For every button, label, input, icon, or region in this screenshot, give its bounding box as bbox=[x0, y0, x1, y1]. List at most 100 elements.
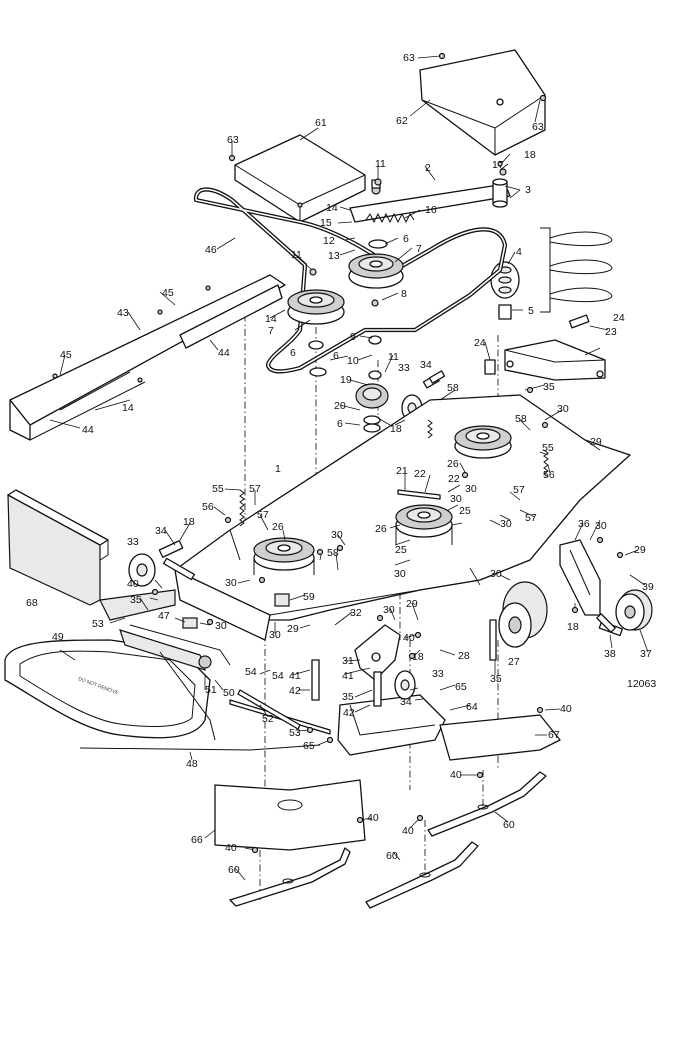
belt-cover-right bbox=[419, 49, 546, 156]
baffle-67 bbox=[439, 714, 561, 761]
callout-55: 55 bbox=[212, 483, 224, 495]
callout-57: 57 bbox=[257, 509, 269, 521]
callout-34: 34 bbox=[155, 525, 167, 537]
belt-cover-left bbox=[234, 134, 366, 223]
callout-22: 22 bbox=[448, 473, 460, 485]
callout-10: 10 bbox=[347, 355, 359, 367]
deck-rod-21 bbox=[397, 489, 441, 500]
callout-21: 21 bbox=[396, 465, 408, 477]
callout-54: 54 bbox=[245, 666, 257, 678]
callout-30: 30 bbox=[557, 403, 569, 415]
callout-30: 30 bbox=[269, 629, 281, 641]
callout-11: 11 bbox=[375, 158, 386, 170]
callout-7: 7 bbox=[268, 325, 274, 337]
callout-40: 40 bbox=[402, 825, 414, 837]
callout-46: 46 bbox=[205, 244, 217, 256]
callout-18: 18 bbox=[524, 149, 536, 161]
callout-28: 28 bbox=[458, 650, 470, 662]
callout-34: 34 bbox=[400, 696, 412, 708]
callout-45: 45 bbox=[162, 287, 174, 299]
callout-58: 58 bbox=[515, 413, 527, 425]
callout-67: 67 bbox=[548, 729, 560, 741]
callout-50: 50 bbox=[223, 687, 235, 699]
blade-60-center bbox=[365, 841, 479, 909]
callout-62: 62 bbox=[396, 115, 408, 127]
callout-40: 40 bbox=[403, 632, 415, 644]
blade-60-left bbox=[229, 847, 351, 907]
callout-14: 14 bbox=[265, 313, 277, 325]
callout-30: 30 bbox=[225, 577, 237, 589]
callout-55: 55 bbox=[542, 442, 554, 454]
link-rod-52 bbox=[237, 689, 301, 730]
figure-code: 12063 bbox=[627, 678, 656, 690]
callout-53: 53 bbox=[92, 618, 104, 630]
callout-45: 45 bbox=[60, 349, 72, 361]
callout-35: 35 bbox=[490, 673, 502, 685]
callout-40: 40 bbox=[367, 812, 379, 824]
callout-52: 52 bbox=[262, 713, 274, 725]
callout-18: 18 bbox=[183, 516, 195, 528]
callout-68: 68 bbox=[26, 597, 38, 609]
callout-19: 19 bbox=[340, 374, 352, 386]
callout-47: 47 bbox=[158, 610, 170, 622]
callout-30: 30 bbox=[383, 604, 395, 616]
callout-18: 18 bbox=[412, 651, 424, 663]
hardware-dots bbox=[52, 52, 624, 854]
callout-33: 33 bbox=[127, 536, 139, 548]
callout-26: 26 bbox=[447, 458, 459, 470]
callout-29: 29 bbox=[287, 623, 299, 635]
baffle-64 bbox=[337, 694, 446, 756]
callout-49: 49 bbox=[52, 631, 64, 643]
callout-35: 35 bbox=[130, 594, 142, 606]
callout-66: 66 bbox=[191, 834, 203, 846]
callout-6: 6 bbox=[290, 347, 296, 359]
idler-pulley-33-lower bbox=[394, 670, 416, 700]
callout-37: 37 bbox=[640, 648, 652, 660]
callout-30: 30 bbox=[450, 493, 462, 505]
callout-11: 11 bbox=[291, 249, 302, 261]
callout-20: 20 bbox=[334, 400, 346, 412]
callout-7: 7 bbox=[416, 243, 422, 255]
callout-6: 6 bbox=[403, 233, 409, 245]
mower-deck-shell bbox=[99, 394, 631, 641]
callout-12: 12 bbox=[323, 235, 335, 247]
callout-65: 65 bbox=[303, 740, 315, 752]
callout-63: 63 bbox=[532, 121, 544, 133]
callout-56: 56 bbox=[202, 501, 214, 513]
callout-5: 5 bbox=[528, 305, 534, 317]
callout-57: 57 bbox=[525, 512, 537, 524]
callout-25: 25 bbox=[459, 505, 471, 517]
callout-9: 9 bbox=[350, 331, 356, 343]
callout-60: 60 bbox=[228, 864, 240, 876]
callout-labels: 63 62 63 61 63 2 11 17 18 3 14 16 15 12 … bbox=[26, 52, 656, 876]
callout-36: 36 bbox=[578, 518, 590, 530]
spindle-pulley-left bbox=[253, 537, 315, 575]
spindle-pulley-right bbox=[454, 425, 512, 459]
callout-27: 27 bbox=[508, 656, 520, 668]
callout-39: 39 bbox=[642, 581, 654, 593]
callout-33: 33 bbox=[432, 668, 444, 680]
callout-3: 3 bbox=[525, 184, 531, 196]
callout-40: 40 bbox=[450, 769, 462, 781]
pivot-bracket-31 bbox=[354, 624, 401, 681]
callout-18: 18 bbox=[567, 621, 579, 633]
callout-29: 29 bbox=[406, 598, 418, 610]
callout-6: 6 bbox=[333, 350, 339, 362]
deck-pulley-cover-23 bbox=[504, 339, 606, 381]
callout-44: 44 bbox=[82, 424, 94, 436]
baffle-66 bbox=[214, 779, 366, 851]
idler-pulley-lower bbox=[308, 335, 389, 433]
gauge-wheel-37 bbox=[598, 589, 653, 637]
callout-24: 24 bbox=[613, 312, 625, 324]
callout-34: 34 bbox=[420, 359, 432, 371]
callout-26: 26 bbox=[272, 521, 284, 533]
callout-42: 42 bbox=[343, 707, 355, 719]
callout-35: 35 bbox=[543, 381, 555, 393]
bolts-misc bbox=[162, 314, 616, 707]
discharge-chute-49: DO NOT REMOVE bbox=[4, 624, 231, 739]
callout-30: 30 bbox=[500, 518, 512, 530]
callout-56: 56 bbox=[543, 469, 555, 481]
callout-40: 40 bbox=[127, 578, 139, 590]
callout-24: 24 bbox=[474, 337, 486, 349]
